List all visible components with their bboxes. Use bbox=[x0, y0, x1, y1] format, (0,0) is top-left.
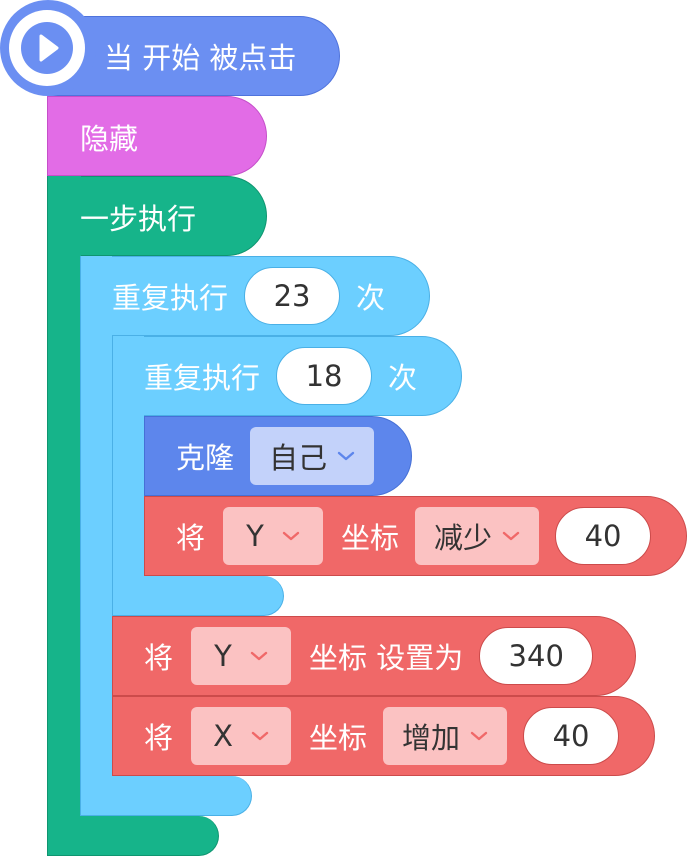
change-y-op-value: 减少 bbox=[434, 521, 493, 555]
set-y-axis-dropdown[interactable]: Y bbox=[191, 627, 292, 685]
change-y-op-dropdown[interactable]: 减少 bbox=[415, 507, 540, 565]
hide-row[interactable]: 隐藏 bbox=[80, 112, 138, 162]
change-y-prefix: 将 bbox=[176, 521, 206, 555]
repeat-outer-arm bbox=[80, 256, 112, 816]
change-x-axis-dropdown[interactable]: X bbox=[191, 707, 292, 765]
repeat-outer-bottom bbox=[80, 776, 252, 816]
change-x-value-input[interactable]: 40 bbox=[523, 707, 620, 765]
repeat-outer-count-input[interactable]: 23 bbox=[244, 267, 341, 325]
hide-label: 隐藏 bbox=[80, 122, 139, 156]
set-y-axis-value: Y bbox=[214, 639, 232, 673]
clone-target-value: 自己 bbox=[269, 441, 328, 475]
repeat-outer-suffix: 次 bbox=[356, 281, 386, 315]
clone-target-dropdown[interactable]: 自己 bbox=[250, 427, 375, 485]
step-block-bottom bbox=[47, 816, 219, 856]
change-x-mid: 坐标 bbox=[309, 721, 368, 755]
step-block-arm bbox=[47, 176, 81, 856]
repeat-inner-arm bbox=[112, 336, 144, 616]
change-x-prefix: 将 bbox=[144, 721, 174, 755]
change-y-axis-dropdown[interactable]: Y bbox=[223, 507, 324, 565]
step-block-row[interactable]: 一步执行 bbox=[80, 192, 196, 242]
change-x-axis-value: X bbox=[213, 719, 233, 753]
set-y-mid: 坐标 设置为 bbox=[309, 641, 464, 675]
change-y-mid: 坐标 bbox=[341, 521, 400, 555]
repeat-outer-row[interactable]: 重复执行 23 次 bbox=[112, 267, 385, 325]
start-hat-row[interactable]: 当 开始 被点击 bbox=[104, 31, 296, 81]
chevron-down-icon bbox=[502, 531, 520, 541]
clone-label: 克隆 bbox=[176, 441, 235, 475]
clone-row[interactable]: 克隆 自己 bbox=[176, 427, 375, 485]
chevron-down-icon bbox=[470, 731, 488, 741]
change-y-value-input[interactable]: 40 bbox=[555, 507, 652, 565]
chevron-down-icon bbox=[251, 731, 269, 741]
repeat-inner-count-input[interactable]: 18 bbox=[276, 347, 373, 405]
chevron-down-icon bbox=[250, 651, 268, 661]
hide-block[interactable] bbox=[47, 96, 267, 176]
change-x-op-value: 增加 bbox=[402, 721, 461, 755]
repeat-inner-row[interactable]: 重复执行 18 次 bbox=[144, 347, 417, 405]
start-hat-label: 当 开始 被点击 bbox=[104, 41, 297, 75]
set-y-prefix: 将 bbox=[144, 641, 174, 675]
play-icon-circle[interactable] bbox=[9, 10, 85, 86]
repeat-inner-suffix: 次 bbox=[388, 361, 418, 395]
chevron-down-icon bbox=[337, 451, 355, 461]
change-y-axis-value: Y bbox=[246, 519, 264, 553]
chevron-down-icon bbox=[282, 531, 300, 541]
step-label: 一步执行 bbox=[80, 202, 197, 236]
play-icon bbox=[21, 22, 73, 74]
change-x-row[interactable]: 将 X 坐标 增加 40 bbox=[144, 707, 620, 765]
repeat-inner-label: 重复执行 bbox=[144, 361, 261, 395]
repeat-outer-label: 重复执行 bbox=[112, 281, 229, 315]
set-y-row[interactable]: 将 Y 坐标 设置为 340 bbox=[144, 627, 594, 685]
change-x-op-dropdown[interactable]: 增加 bbox=[383, 707, 508, 765]
set-y-value-input[interactable]: 340 bbox=[479, 627, 594, 685]
step-block-frame[interactable] bbox=[47, 176, 267, 256]
repeat-inner-bottom bbox=[112, 576, 284, 616]
change-y-row[interactable]: 将 Y 坐标 减少 40 bbox=[176, 507, 652, 565]
